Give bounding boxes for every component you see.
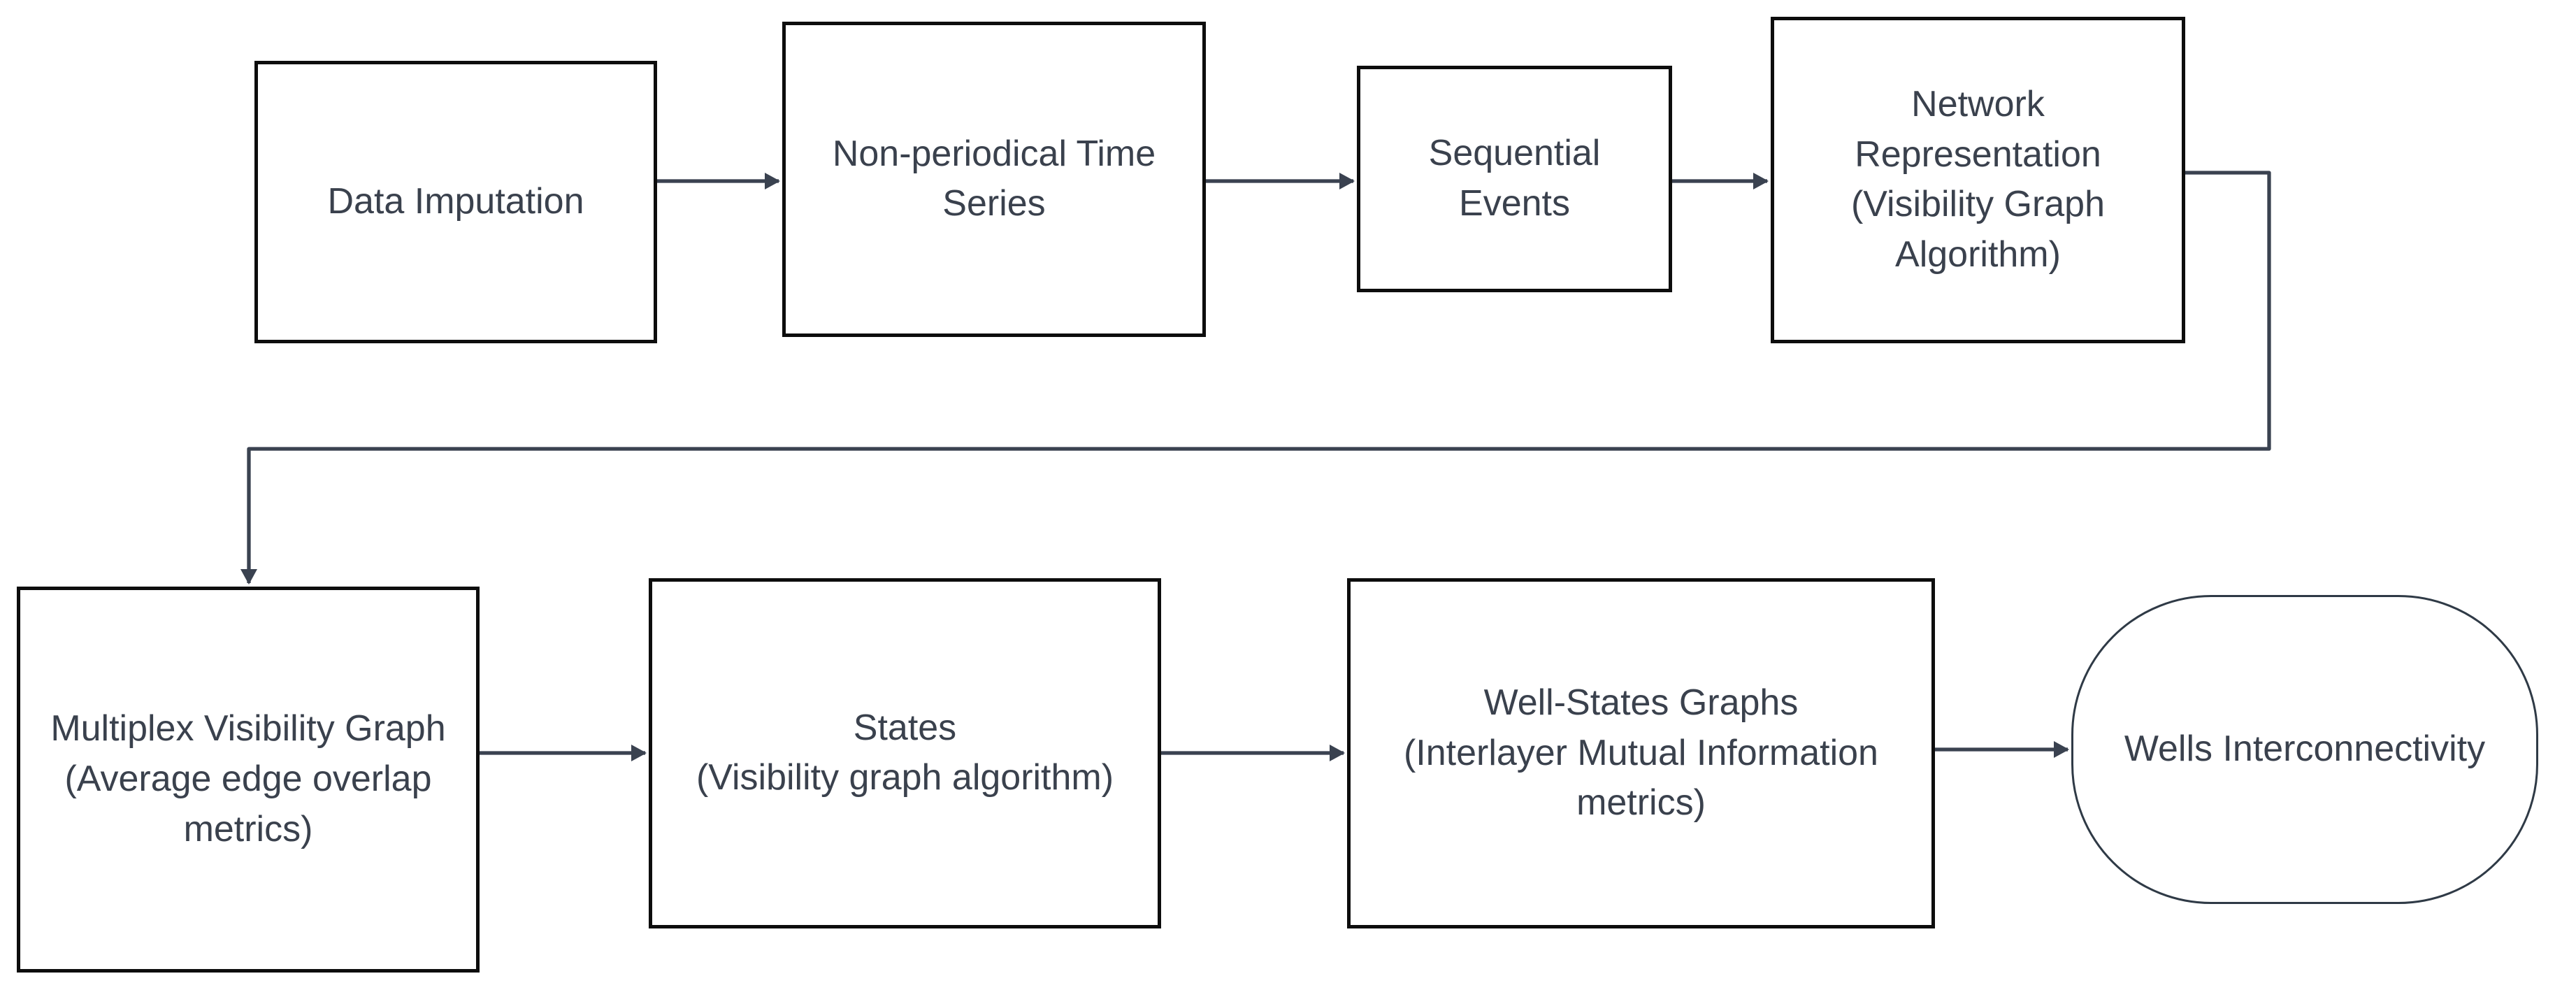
node-label: Well-States Graphs (Interlayer Mutual In… [1403, 682, 1878, 824]
node-well-states-graphs: Well-States Graphs (Interlayer Mutual In… [1346, 578, 1935, 928]
node-states: States (Visibility graph algorithm) [648, 578, 1161, 928]
node-non-periodical-time-series: Non-periodical Time Series [782, 21, 1206, 337]
node-sequential-events: Sequential Events [1357, 65, 1672, 292]
node-multiplex-visibility-graph: Multiplex Visibility Graph (Average edge… [16, 586, 480, 973]
node-label: Sequential Events [1428, 133, 1601, 224]
node-network-representation: Network Representation (Visibility Graph… [1770, 17, 2185, 343]
node-label: States (Visibility graph algorithm) [696, 707, 1114, 798]
node-label: Non-periodical Time Series [832, 133, 1156, 224]
node-label: Wells Interconnectivity [2124, 729, 2486, 770]
node-label: Network Representation (Visibility Graph… [1850, 83, 2106, 275]
node-wells-interconnectivity: Wells Interconnectivity [2071, 594, 2538, 904]
edge-network-representation-to-multiplex-visibility-graph [240, 171, 2271, 584]
node-data-imputation: Data Imputation [254, 60, 657, 343]
node-label: Data Imputation [327, 181, 584, 222]
node-label: Multiplex Visibility Graph (Average edge… [50, 708, 446, 849]
